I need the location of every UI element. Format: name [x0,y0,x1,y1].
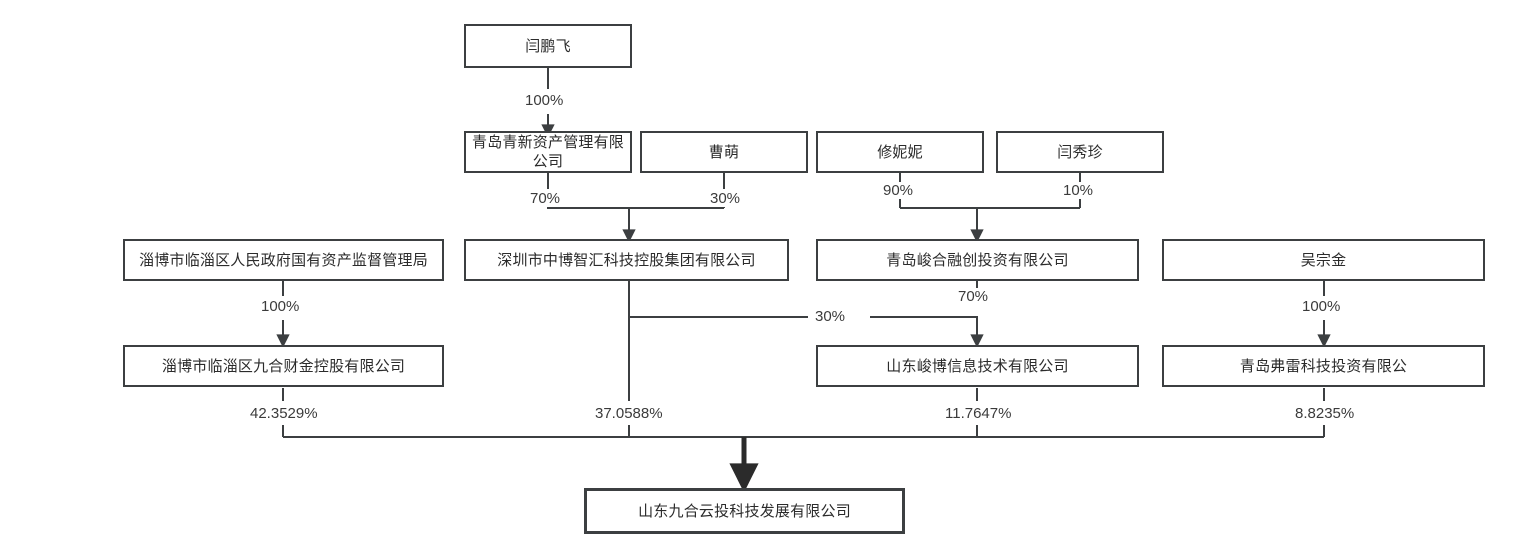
node-label: 闫秀珍 [1057,143,1103,161]
edge-label-30-zhongbo-junbo: 30% [812,308,849,325]
node-qingdao-qingxin[interactable]: 青岛青新资产管理有限公司 [464,131,632,173]
node-wuzongjin[interactable]: 吴宗金 [1162,239,1485,281]
node-label: 曹萌 [708,143,740,161]
node-qingdao-fulei[interactable]: 青岛弗雷科技投资有限公 [1162,345,1485,387]
node-label: 山东九合云投科技发展有限公司 [638,502,851,520]
node-xiunini[interactable]: 修妮妮 [816,131,984,173]
edge-label-70-junhe-junbo: 70% [955,288,992,305]
node-shandong-jiuhe-yuntou[interactable]: 山东九合云投科技发展有限公司 [584,488,905,534]
node-label: 淄博市临淄区人民政府国有资产监督管理局 [139,251,428,269]
edge-label-90-xiunini-junhe: 90% [880,182,917,199]
node-label: 吴宗金 [1300,251,1347,269]
node-label: 青岛峻合融创投资有限公司 [886,251,1069,269]
edge-label-30-caomeng-zhongbo: 30% [707,190,744,207]
node-shenzhen-zhongbo-zhihui[interactable]: 深圳市中博智汇科技控股集团有限公司 [464,239,789,281]
node-zibo-jiuhe-caijin[interactable]: 淄博市临淄区九合财金控股有限公司 [123,345,444,387]
node-qingdao-junhe-rongchuang[interactable]: 青岛峻合融创投资有限公司 [816,239,1139,281]
node-label: 青岛青新资产管理有限公司 [472,134,625,170]
node-yanpengfei[interactable]: 闫鹏飞 [464,24,632,68]
edge-label-37-zhongbo-target: 37.0588% [592,405,666,422]
node-label: 深圳市中博智汇科技控股集团有限公司 [497,251,756,269]
node-label: 青岛弗雷科技投资有限公 [1239,357,1408,375]
node-shandong-junbo[interactable]: 山东峻博信息技术有限公司 [816,345,1139,387]
node-zibo-linzi-sasac[interactable]: 淄博市临淄区人民政府国有资产监督管理局 [123,239,444,281]
node-label: 淄博市临淄区九合财金控股有限公司 [161,357,406,375]
node-label: 修妮妮 [877,143,923,161]
edge-label-70-qingxin-zhongbo: 70% [527,190,564,207]
edge-label-100-yanpengfei-qingxin: 100% [522,92,567,109]
edge-label-10-yanxiuzhen-junhe: 10% [1060,182,1097,199]
node-yanxiuzhen[interactable]: 闫秀珍 [996,131,1164,173]
edge-label-88-fulei-target: 8.8235% [1292,405,1358,422]
edge-label-42-jiuhe-target: 42.3529% [247,405,321,422]
node-caomeng[interactable]: 曹萌 [640,131,808,173]
edge-label-100-sasac-jiuhe: 100% [258,298,303,315]
edge-label-1176-junbo-target: 11.7647% [942,405,1015,422]
node-label: 山东峻博信息技术有限公司 [886,357,1069,375]
edge-label-100-wuzongjin-fulei: 100% [1299,298,1344,315]
node-label: 闫鹏飞 [525,37,571,55]
